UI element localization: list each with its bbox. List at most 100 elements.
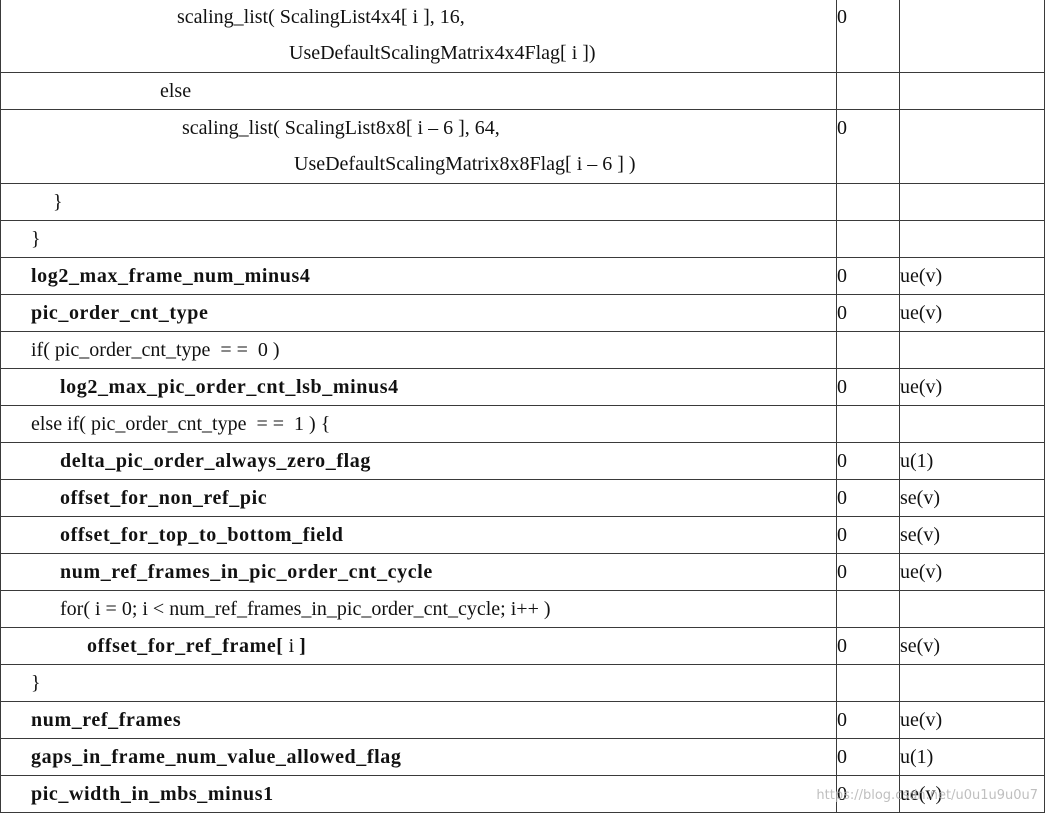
syntax-cell: num_ref_frames — [0, 701, 837, 739]
syntax-cell: offset_for_top_to_bottom_field — [0, 516, 837, 554]
syntax-element: num_ref_frames_in_pic_order_cnt_cycle — [60, 561, 433, 583]
syntax-line: } — [53, 191, 63, 213]
syntax-element: offset_for_top_to_bottom_field — [60, 524, 344, 546]
table-row: delta_pic_order_always_zero_flag 0 u(1) — [0, 442, 1045, 480]
syntax-cell: offset_for_ref_frame[ i ] — [0, 627, 837, 665]
syntax-cell: scaling_list( ScalingList8x8[ i – 6 ], 6… — [0, 109, 837, 184]
descriptor-cell: ue(v) — [899, 701, 1045, 739]
syntax-element: log2_max_frame_num_minus4 — [31, 265, 311, 287]
table-row: pic_width_in_mbs_minus1 0 ue(v) — [0, 775, 1045, 813]
watermark: https://blog.csdn.net/u0u1u9u0u7 — [816, 788, 1038, 803]
table-row: } — [0, 220, 1045, 258]
syntax-line: UseDefaultScalingMatrix4x4Flag[ i ]) — [289, 42, 596, 64]
syntax-line: scaling_list( ScalingList4x4[ i ], 16, — [177, 6, 465, 28]
syntax-cell: log2_max_pic_order_cnt_lsb_minus4 — [0, 368, 837, 406]
descriptor-cell: ue(v) — [899, 553, 1045, 591]
table-row: scaling_list( ScalingList8x8[ i – 6 ], 6… — [0, 109, 1045, 184]
category-cell — [836, 72, 900, 110]
syntax-cell: pic_order_cnt_type — [0, 294, 837, 332]
descriptor-cell — [899, 331, 1045, 369]
descriptor-cell: se(v) — [899, 516, 1045, 554]
category-cell: 0 — [836, 701, 900, 739]
syntax-cell: gaps_in_frame_num_value_allowed_flag — [0, 738, 837, 776]
category-cell: 0 — [836, 442, 900, 480]
syntax-cell: } — [0, 664, 837, 702]
syntax-line: for( i = 0; i < num_ref_frames_in_pic_or… — [60, 598, 551, 620]
syntax-element: num_ref_frames — [31, 709, 182, 731]
syntax-line: UseDefaultScalingMatrix8x8Flag[ i – 6 ] … — [294, 153, 636, 175]
syntax-cell: else — [0, 72, 837, 110]
descriptor-cell: u(1) — [899, 738, 1045, 776]
descriptor-cell: ue(v) — [899, 294, 1045, 332]
table-row: log2_max_pic_order_cnt_lsb_minus4 0 ue(v… — [0, 368, 1045, 406]
syntax-element: pic_width_in_mbs_minus1 — [31, 783, 274, 805]
category-cell: 0 — [836, 553, 900, 591]
table-row: else — [0, 72, 1045, 110]
category-cell: 0 — [836, 109, 900, 184]
category-cell: 0 — [836, 627, 900, 665]
descriptor-cell: u(1) — [899, 442, 1045, 480]
category-cell: 0 — [836, 775, 900, 813]
syntax-line: scaling_list( ScalingList8x8[ i – 6 ], 6… — [182, 117, 500, 139]
syntax-element: offset_for_non_ref_pic — [60, 487, 268, 509]
descriptor-cell — [899, 72, 1045, 110]
descriptor-cell — [899, 590, 1045, 628]
category-cell: 0 — [836, 738, 900, 776]
syntax-cell: offset_for_non_ref_pic — [0, 479, 837, 517]
descriptor-cell — [899, 220, 1045, 258]
syntax-cell: } — [0, 220, 837, 258]
category-cell — [836, 405, 900, 443]
descriptor-cell — [899, 664, 1045, 702]
descriptor-cell — [899, 405, 1045, 443]
descriptor-cell: se(v) — [899, 627, 1045, 665]
table-row: offset_for_non_ref_pic 0 se(v) — [0, 479, 1045, 517]
table-row: num_ref_frames 0 ue(v) — [0, 701, 1045, 739]
table-row: offset_for_ref_frame[ i ] 0 se(v) — [0, 627, 1045, 665]
table-row: num_ref_frames_in_pic_order_cnt_cycle 0 … — [0, 553, 1045, 591]
category-cell: 0 — [836, 294, 900, 332]
category-cell — [836, 590, 900, 628]
syntax-cell: num_ref_frames_in_pic_order_cnt_cycle — [0, 553, 837, 591]
syntax-element-index: i — [283, 635, 300, 657]
category-cell — [836, 331, 900, 369]
syntax-element: pic_order_cnt_type — [31, 302, 209, 324]
syntax-element: log2_max_pic_order_cnt_lsb_minus4 — [60, 376, 399, 398]
syntax-element: offset_for_ref_frame[ i ] — [2, 629, 836, 664]
table-row: gaps_in_frame_num_value_allowed_flag 0 u… — [0, 738, 1045, 776]
category-cell — [836, 183, 900, 221]
syntax-cell: pic_width_in_mbs_minus1 — [0, 775, 837, 813]
category-cell: 0 — [836, 368, 900, 406]
table-row: else if( pic_order_cnt_type = = 1 ) { — [0, 405, 1045, 443]
category-cell — [836, 664, 900, 702]
table-row: offset_for_top_to_bottom_field 0 se(v) — [0, 516, 1045, 554]
syntax-cell: else if( pic_order_cnt_type = = 1 ) { — [0, 405, 837, 443]
table-row: if( pic_order_cnt_type = = 0 ) — [0, 331, 1045, 369]
table-row: } — [0, 183, 1045, 221]
category-cell: 0 — [836, 0, 900, 73]
table-row: for( i = 0; i < num_ref_frames_in_pic_or… — [0, 590, 1045, 628]
descriptor-cell — [899, 183, 1045, 221]
syntax-cell: if( pic_order_cnt_type = = 0 ) — [0, 331, 837, 369]
syntax-cell: log2_max_frame_num_minus4 — [0, 257, 837, 295]
syntax-cell: for( i = 0; i < num_ref_frames_in_pic_or… — [0, 590, 837, 628]
syntax-line: } — [31, 228, 41, 250]
descriptor-cell — [899, 0, 1045, 73]
syntax-element-bracket: ] — [299, 635, 307, 657]
syntax-cell: delta_pic_order_always_zero_flag — [0, 442, 837, 480]
syntax-line: if( pic_order_cnt_type = = 0 ) — [31, 339, 280, 361]
table-row: log2_max_frame_num_minus4 0 ue(v) — [0, 257, 1045, 295]
syntax-element-name: offset_for_ref_frame[ — [87, 635, 284, 657]
syntax-line: else if( pic_order_cnt_type = = 1 ) { — [31, 413, 331, 435]
table-row: scaling_list( ScalingList4x4[ i ], 16, U… — [0, 0, 1045, 73]
syntax-cell: } — [0, 183, 837, 221]
category-cell: 0 — [836, 516, 900, 554]
category-cell: 0 — [836, 257, 900, 295]
table-row: pic_order_cnt_type 0 ue(v) — [0, 294, 1045, 332]
descriptor-cell: ue(v) — [899, 775, 1045, 813]
syntax-element: gaps_in_frame_num_value_allowed_flag — [31, 746, 402, 768]
descriptor-cell: se(v) — [899, 479, 1045, 517]
syntax-line: } — [31, 672, 41, 694]
category-cell — [836, 220, 900, 258]
syntax-line: else — [160, 80, 192, 102]
